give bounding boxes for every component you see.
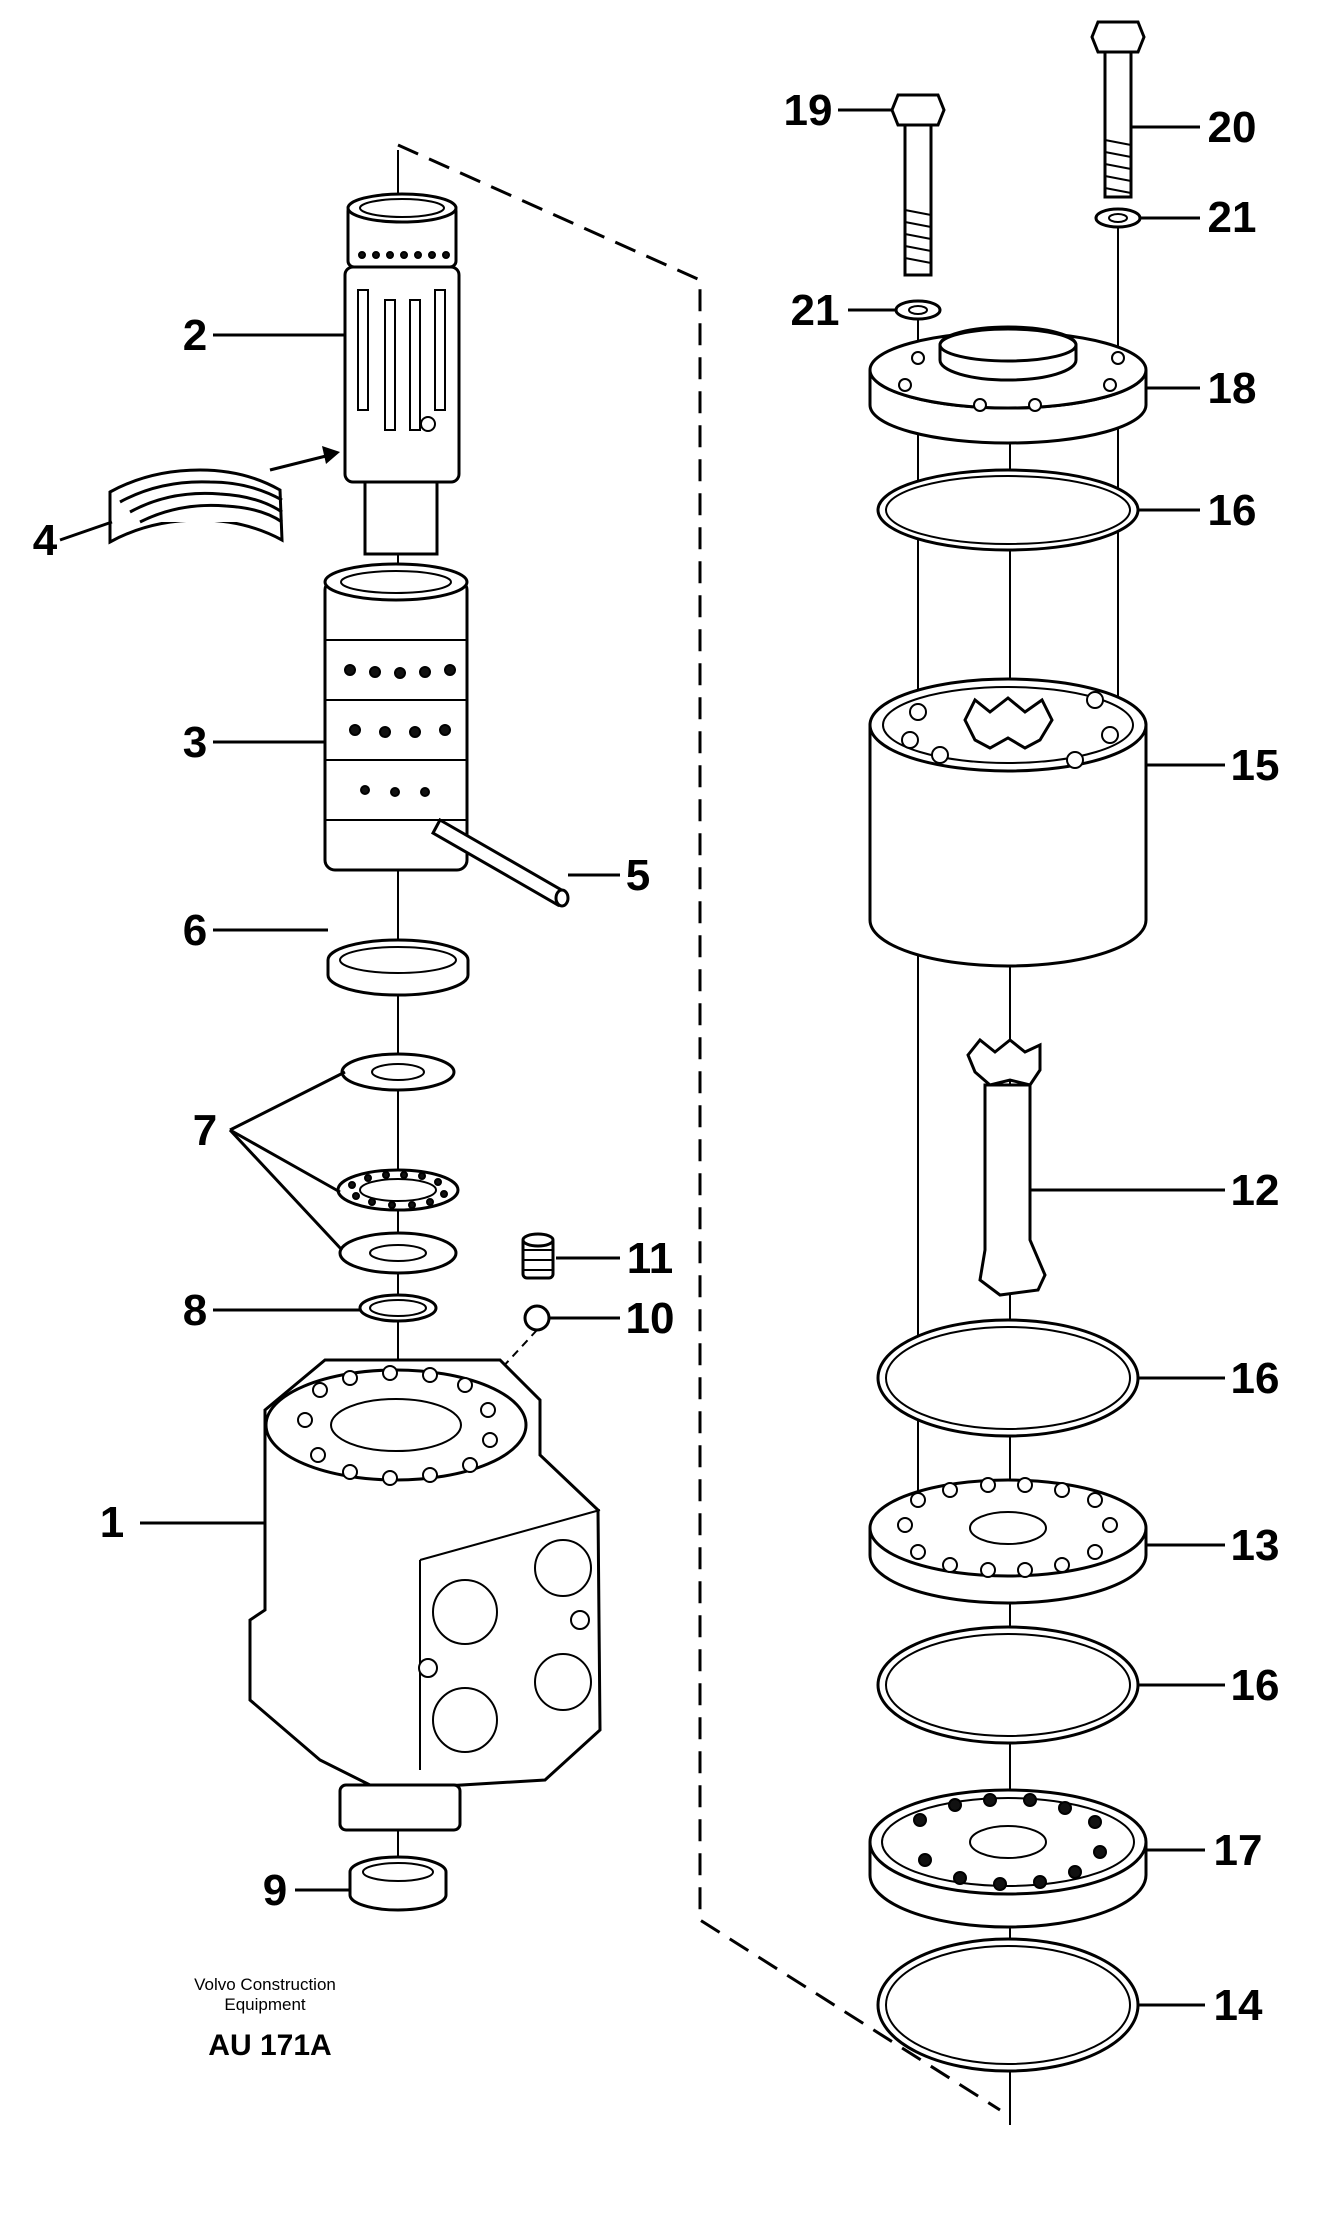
seal-part-9: [348, 1855, 448, 1912]
callout-16b: 16: [1231, 1354, 1280, 1403]
callout-10: 10: [626, 1294, 675, 1343]
housing-part-1: [248, 1358, 602, 1832]
plug-part-11: [521, 1232, 555, 1280]
springs-part-4: [108, 468, 284, 545]
driveshaft-part-12: [966, 1037, 1047, 1297]
spool-part-2: [343, 192, 461, 556]
bolt-part-19: [890, 93, 946, 277]
arrowhead-4: [322, 446, 340, 464]
callout-21b: 21: [1208, 193, 1257, 242]
leader-7a: [229, 1070, 346, 1132]
callout-19: 19: [784, 86, 833, 135]
callout-14: 14: [1214, 1981, 1263, 2030]
callout-20: 20: [1208, 103, 1257, 152]
endplate-part-17: [868, 1788, 1148, 1929]
callout-18: 18: [1208, 364, 1257, 413]
callout-9: 9: [263, 1866, 287, 1915]
bearing-part-7: [336, 1052, 460, 1275]
callout-12: 12: [1231, 1166, 1280, 1215]
oring-part-16b: [876, 1318, 1140, 1438]
callout-5: 5: [626, 851, 650, 900]
callout-6: 6: [183, 906, 207, 955]
plate-part-13: [868, 1477, 1148, 1605]
callout-15: 15: [1231, 741, 1280, 790]
assembly-dashed-path: [397, 143, 1001, 2112]
ring-part-6: [326, 938, 470, 997]
drawing-code: AU 171A: [208, 2029, 331, 2062]
callout-16a: 16: [1208, 486, 1257, 535]
caption-line-2: Equipment: [224, 1995, 306, 2014]
callout-2: 2: [183, 311, 207, 360]
gearset-part-15: [868, 677, 1148, 968]
pin-part-5: [430, 817, 570, 908]
sleeve-part-3: [323, 562, 469, 872]
callout-17: 17: [1214, 1826, 1263, 1875]
callout-7: 7: [193, 1106, 217, 1155]
callout-4: 4: [33, 516, 58, 565]
ball-dashed-path: [491, 1329, 538, 1411]
ring-part-14: [876, 1937, 1140, 2073]
leader-4: [59, 520, 113, 542]
arrow-4: [269, 453, 331, 472]
leader-7b: [229, 1128, 341, 1194]
end-cover-part-18: [868, 325, 1148, 445]
washer-part-21a: [894, 299, 942, 321]
bolt-part-20: [1090, 20, 1146, 199]
leader-7c: [228, 1128, 344, 1252]
callout-1: 1: [100, 1498, 124, 1547]
callout-16c: 16: [1231, 1661, 1280, 1710]
caption-line-1: Volvo Construction: [194, 1975, 336, 1994]
oring-part-16a: [876, 468, 1140, 552]
oring-part-16c: [876, 1625, 1140, 1745]
ball-part-10: [523, 1304, 551, 1332]
oring-part-8: [358, 1293, 438, 1323]
callout-21a: 21: [791, 286, 840, 335]
callout-11: 11: [627, 1234, 674, 1283]
callout-13: 13: [1231, 1521, 1280, 1570]
callout-8: 8: [183, 1286, 207, 1335]
washer-part-21b: [1094, 207, 1142, 229]
callout-3: 3: [183, 718, 207, 767]
